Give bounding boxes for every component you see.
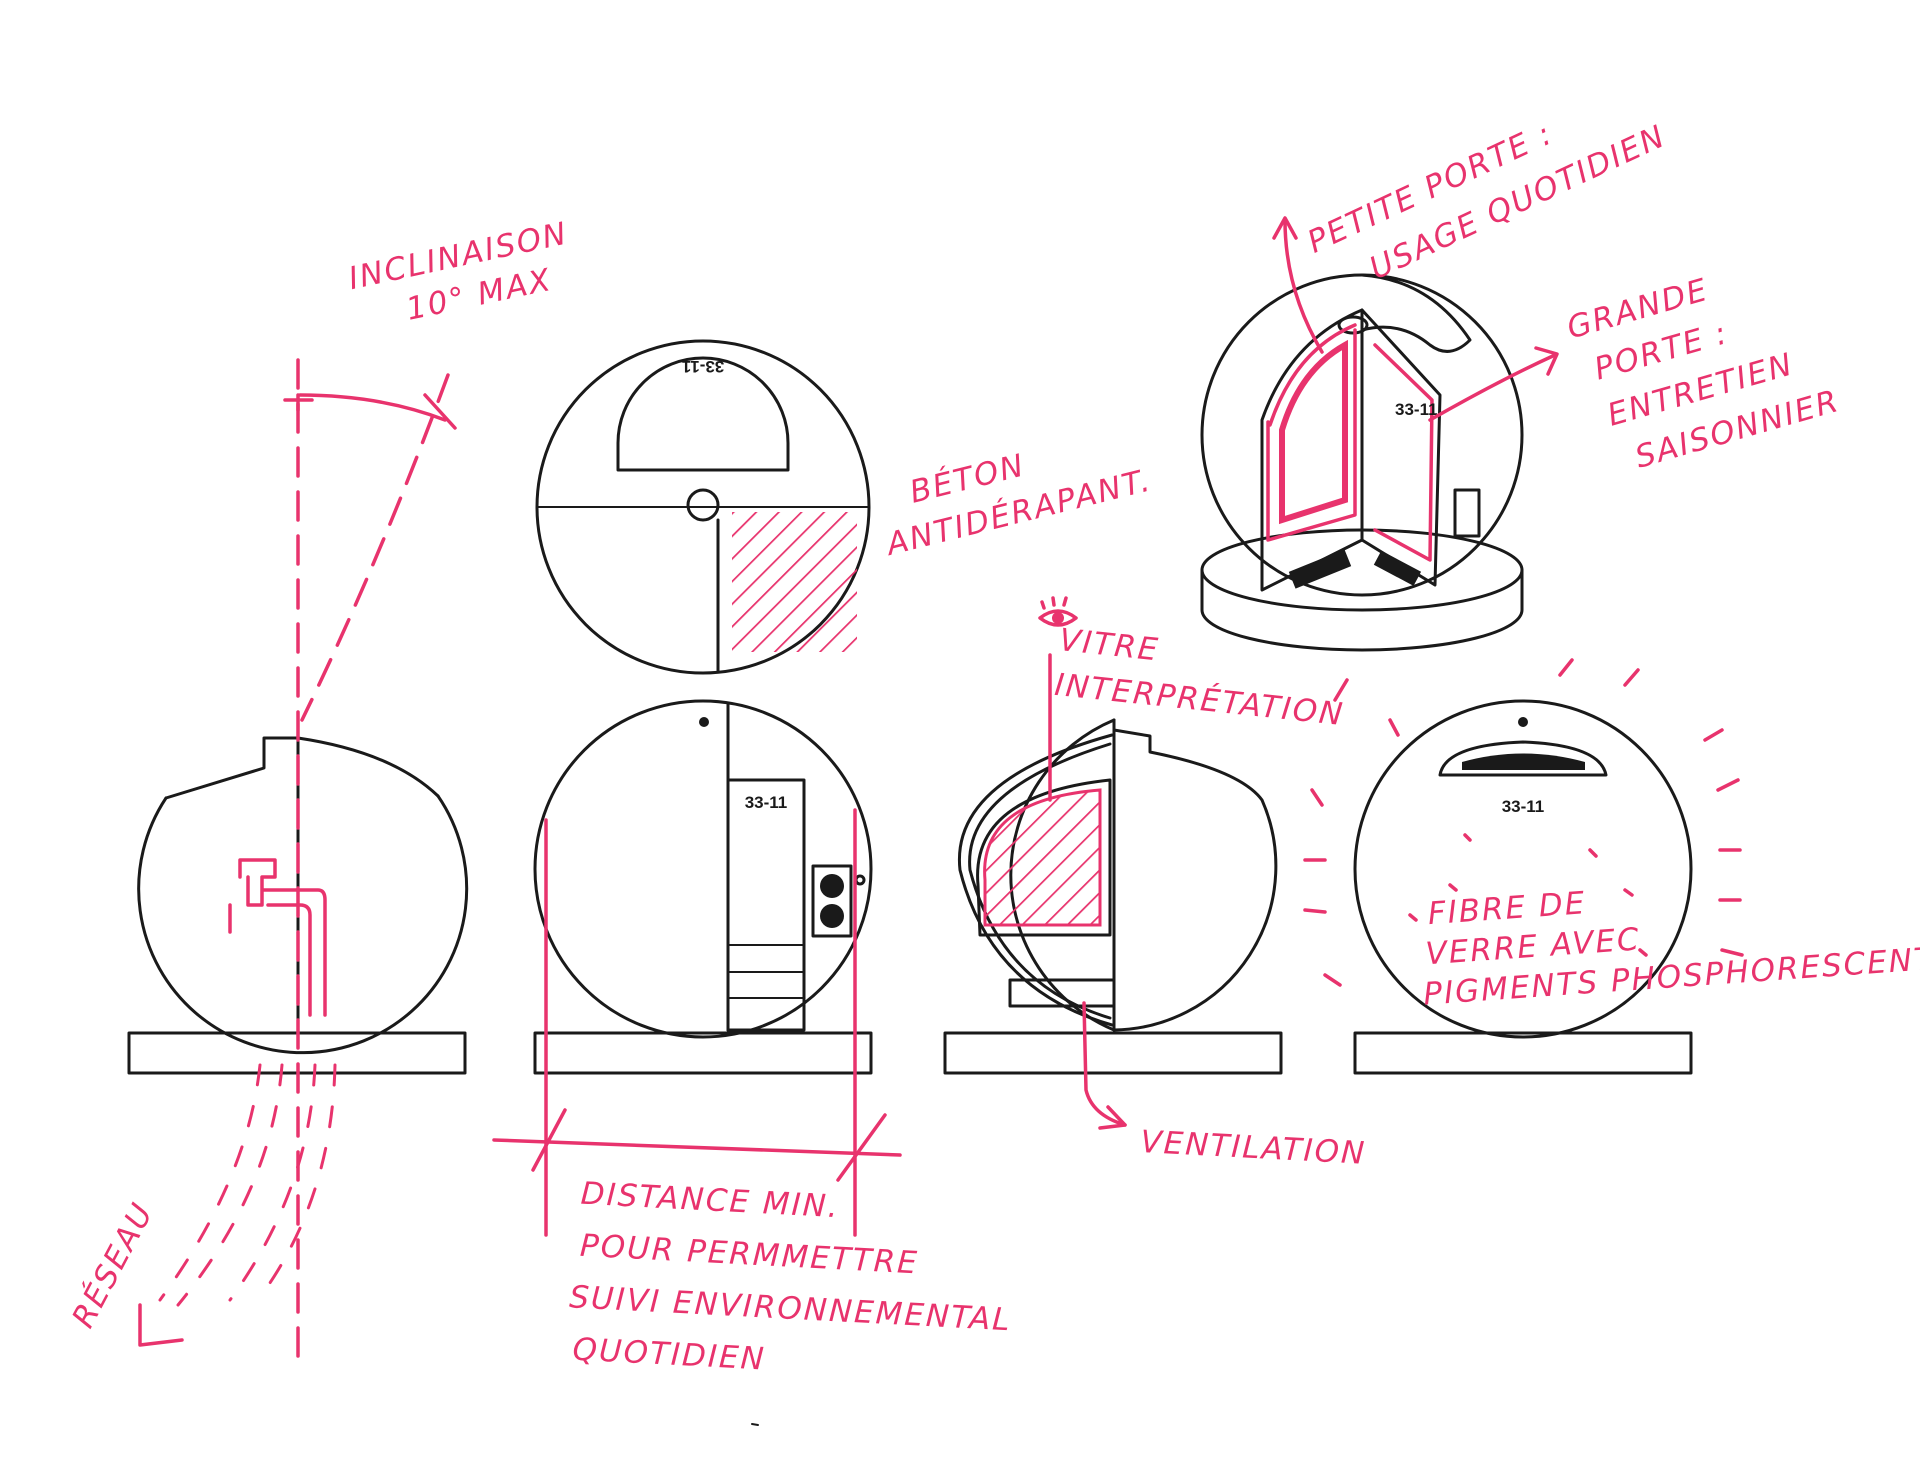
reseau-arrow-icon <box>138 1303 184 1347</box>
note-ventilation: VENTILATION <box>1140 1124 1368 1172</box>
note-distance-4: QUOTIDIEN <box>572 1331 767 1377</box>
elevation-access: 33-11 <box>492 699 902 1237</box>
iso-window-hatch <box>1279 339 1348 525</box>
note-vitre-1: VITRE <box>1058 622 1162 668</box>
ventilation-arrow-icon <box>1098 1105 1127 1130</box>
top-view: 33-11 <box>535 339 871 675</box>
access-code: 33-11 <box>745 793 788 812</box>
iso-code: 33-11 <box>1395 400 1438 419</box>
glow-dashes <box>1303 658 1744 987</box>
petite-porte-arrow-icon <box>1272 216 1298 240</box>
elevation-window <box>943 653 1283 1130</box>
note-reseau: RÉSEAU <box>65 1197 161 1334</box>
note-fibre-1: FIBRE DE <box>1427 885 1588 932</box>
top-code: 33-11 <box>682 357 725 376</box>
note-distance-2: POUR PERMMETTRE <box>579 1228 919 1282</box>
vitre-hatch-area <box>983 788 1102 927</box>
grande-porte-arrow-icon <box>1534 346 1559 376</box>
note-distance-1: DISTANCE MIN. <box>580 1176 841 1226</box>
beton-hatch-area <box>732 512 857 652</box>
elevation-rear: 33-11 <box>1303 658 1744 1075</box>
note-distance-3: SUIVI ENVIRONNEMENTAL <box>568 1279 1012 1338</box>
eye-icon <box>1038 596 1078 627</box>
rear-code: 33-11 <box>1502 797 1545 816</box>
note-vitre-2: INTERPRÉTATION <box>1053 667 1346 733</box>
isometric-view: 33-11 <box>1200 216 1559 652</box>
elevation-utility <box>127 358 469 1362</box>
